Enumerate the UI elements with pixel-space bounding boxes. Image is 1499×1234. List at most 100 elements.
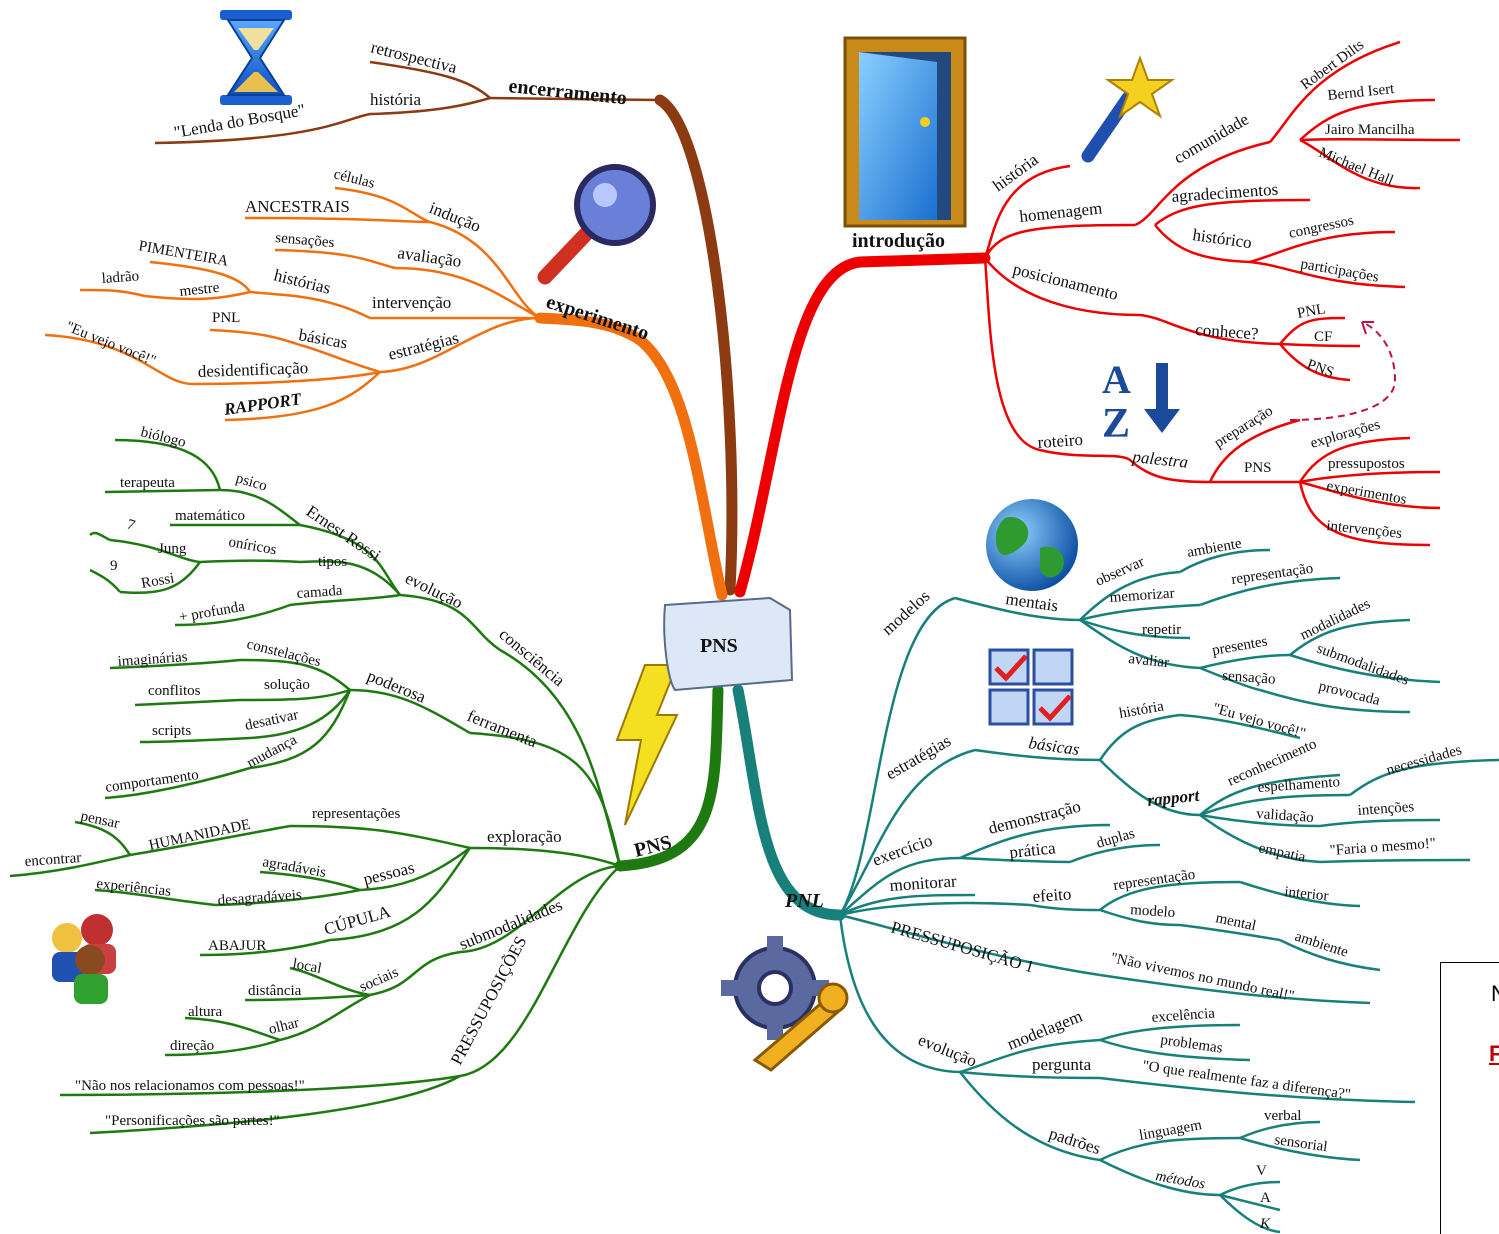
pns-item: ABAJUR <box>208 938 266 954</box>
experimento-item: avaliação <box>396 243 462 271</box>
pnl-item: sensação <box>1222 668 1276 688</box>
pnl-item: evolução <box>916 1030 980 1071</box>
introducao-item: Michael Hall <box>1317 145 1396 189</box>
pns-item: experiências <box>96 876 172 900</box>
pns-item: tipos <box>318 554 347 570</box>
door-icon <box>843 36 967 228</box>
introducao-item: história <box>989 150 1042 196</box>
encerramento-item: história <box>370 90 421 109</box>
pnl-item: observar <box>1093 554 1147 590</box>
pns-item: HUMANIDADE <box>148 817 252 854</box>
pns-item: "Personificações são partes!" <box>105 1113 280 1129</box>
pns-item: desagradáveis <box>217 887 302 909</box>
pnl-item: A <box>1260 1190 1271 1206</box>
pns-item: + profunda <box>178 599 246 626</box>
experimento-item: sensações <box>275 230 335 251</box>
people-icon <box>52 914 116 1004</box>
pns-item: Rossi <box>140 570 176 592</box>
pnl-item: "Faria o mesmo!" <box>1329 836 1436 859</box>
pns-item: scripts <box>152 723 191 739</box>
pns-item: "Não nos relacionamos com pessoas!" <box>75 1078 305 1094</box>
trunk-pnl <box>732 684 846 921</box>
introducao-item: CF <box>1314 329 1332 345</box>
magic-wand-icon <box>1081 55 1176 163</box>
checklist-icon <box>988 648 1074 726</box>
experimento-item: intervenção <box>372 293 451 312</box>
introducao-item: PNL <box>1296 301 1327 322</box>
az-sort-icon: A Z <box>1102 357 1180 447</box>
dashed-arrow-head <box>1361 321 1374 335</box>
magnifier-icon <box>537 164 656 285</box>
trunk-encerramento <box>654 94 738 596</box>
experimento-lines <box>44 186 541 422</box>
introducao-item: PNS <box>1305 357 1336 381</box>
introducao-title: introdução <box>852 230 945 252</box>
introducao-item: homenagem <box>1018 198 1103 226</box>
introducao-lines <box>983 40 1461 547</box>
pns-item: exploração <box>487 827 562 846</box>
experimento-item: básicas <box>297 325 349 352</box>
pns-item: evolução <box>402 569 465 613</box>
pnl-item: história <box>1118 698 1165 722</box>
pns-item: solução <box>264 677 310 693</box>
pns-item: altura <box>188 1004 222 1020</box>
encerramento-item: "Lenda do Bosque" <box>172 100 306 142</box>
pns-lines <box>9 438 622 1135</box>
introducao-item: Jairo Mancilha <box>1325 122 1415 138</box>
note-line-2[interactable]: F <box>1489 1041 1499 1066</box>
pns-item: 9 <box>110 558 118 574</box>
pnl-item: K <box>1259 1216 1271 1232</box>
hourglass-icon <box>220 10 292 105</box>
introducao-item: Bernd Isert <box>1327 81 1396 104</box>
pnl-item: exercício <box>870 831 935 870</box>
pns-item: pessoas <box>361 858 416 889</box>
pnl-item: presentes <box>1211 633 1269 658</box>
pnl-item: problemas <box>1159 1032 1223 1057</box>
pnl-item: espelhamento <box>1257 774 1340 796</box>
introducao-item: conhece? <box>1195 320 1259 343</box>
encerramento-lines <box>154 60 661 145</box>
pnl-item: modelos <box>878 586 934 639</box>
pns-item: encontrar <box>24 850 82 870</box>
note-line-1: N <box>1491 981 1499 1006</box>
pns-item: olhar <box>267 1015 301 1038</box>
introducao-item: comunidade <box>1171 109 1252 167</box>
pns-item: imaginárias <box>117 649 188 670</box>
pnl-item: repetir <box>1142 622 1181 638</box>
introducao-item: congressos <box>1288 213 1356 242</box>
pns-labels: PNS biólogo terapeuta psico matemático E… <box>24 424 674 1129</box>
pns-item: CÚPULA <box>322 902 393 939</box>
pnl-item: representação <box>1112 867 1196 894</box>
experimento-labels: experimento células ANCESTRAIS indução s… <box>64 166 652 419</box>
note-panel: N F <box>1440 962 1499 1234</box>
pns-item: terapeuta <box>120 475 175 491</box>
pnl-item: modelo <box>1130 902 1176 921</box>
pns-item: pensar <box>79 808 121 832</box>
trunk-introducao <box>734 252 991 598</box>
introducao-item: pressupostos <box>1328 456 1405 472</box>
pnl-item: V <box>1256 1163 1267 1179</box>
pnl-item: validação <box>1256 806 1314 826</box>
experimento-item: PNL <box>212 310 240 326</box>
pns-item: biólogo <box>139 424 187 451</box>
experimento-item: desidentificação <box>197 358 308 381</box>
pnl-item: verbal <box>1264 1108 1301 1124</box>
pnl-item: excelência <box>1151 1006 1216 1026</box>
gear-wrench-icon <box>721 936 849 1072</box>
pnl-item: sensorial <box>1273 1132 1328 1155</box>
svg-text:A: A <box>1102 357 1131 402</box>
pnl-item: provocada <box>1317 678 1382 709</box>
pnl-item: necessidades <box>1385 742 1464 779</box>
pns-item: sociais <box>357 964 401 995</box>
pnl-item: métodos <box>1154 1168 1206 1192</box>
experimento-item: ANCESTRAIS <box>245 197 350 216</box>
pns-item: constelações <box>245 636 323 670</box>
pnl-item: rapport <box>1146 786 1201 810</box>
center-node[interactable]: PNS <box>663 596 794 692</box>
pns-item: consciência <box>495 625 568 691</box>
pnl-item: pergunta <box>1032 1055 1092 1074</box>
pnl-title: PNL <box>784 890 824 912</box>
trunk-pns <box>614 684 724 872</box>
pnl-item: prática <box>1008 838 1056 862</box>
